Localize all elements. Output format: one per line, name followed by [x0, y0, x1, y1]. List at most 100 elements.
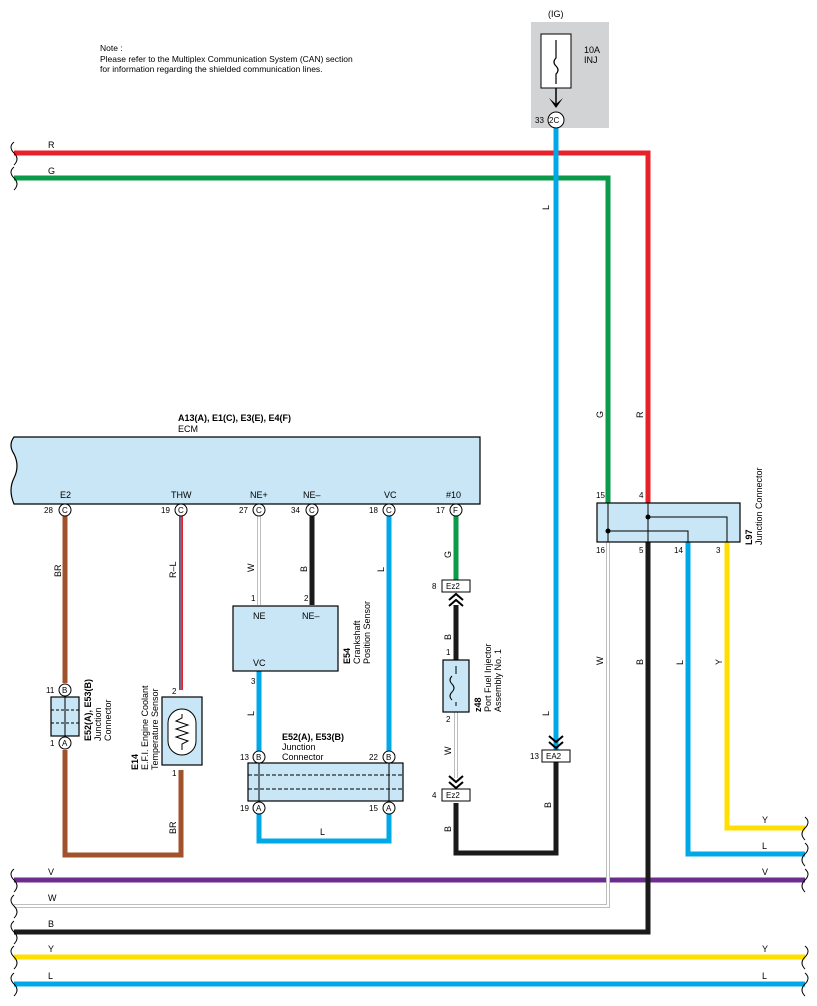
- note-line-2: Please refer to the Multiplex Communicat…: [100, 54, 353, 64]
- l97-pin-4: 4: [639, 491, 644, 500]
- ecm-name: ECM: [178, 424, 198, 434]
- junction-mid-line-2: Connector: [282, 752, 324, 762]
- crankshaft-sensor: NE NE– VC 1 2 3 E54 Crankshaft Position …: [232, 594, 372, 686]
- ect-line-2: Temperature Sensor: [150, 688, 160, 770]
- wire-label-b-ea2: B: [543, 802, 553, 808]
- l97-pin-14: 14: [674, 546, 683, 555]
- note-line-1: Note :: [100, 43, 123, 53]
- wire-label-y-right: Y: [762, 944, 768, 954]
- fuse-source-label: (IG): [548, 9, 564, 19]
- crank-pin-2: 2: [304, 594, 309, 603]
- wire-label-l-right: L: [762, 971, 767, 981]
- ea2-num: 13: [530, 752, 539, 761]
- note-line-3: for information regarding the shielded c…: [100, 64, 323, 74]
- l97-pin-3: 3: [716, 546, 721, 555]
- wire-label-w-l97: W: [595, 656, 605, 665]
- wire-b-bus: [14, 542, 651, 935]
- ez2-top-label: Ez2: [446, 582, 460, 591]
- junction-mid-tl-conn: B: [256, 753, 261, 762]
- wire-label-br-2: BR: [168, 821, 178, 834]
- l97-name: Junction Connector: [754, 467, 764, 545]
- junction-mid-code: E52(A), E53(B): [282, 732, 344, 742]
- ea2-label: EA2: [546, 752, 562, 761]
- wire-label-l-l97: L: [675, 660, 685, 665]
- l97-pin-5: 5: [639, 546, 644, 555]
- junction-connector-left: B 11 A 1 E52(A), E53(B) Junction Connect…: [46, 679, 113, 750]
- wire-label-y-l97: Y: [714, 659, 724, 665]
- fuse-pin-conn: 2C: [549, 116, 559, 125]
- crank-pin-3: 3: [251, 677, 256, 686]
- junction-left-line-1: Junction: [93, 707, 103, 741]
- crank-line-2: Position Sensor: [362, 601, 372, 664]
- ect-pin-2: 2: [172, 687, 177, 696]
- fuse-pin: [547, 111, 565, 129]
- wire-label-v-left: V: [48, 867, 54, 877]
- wire-label-w: W: [48, 893, 57, 903]
- wire-label-v-right: V: [762, 867, 768, 877]
- pin-10-num: 17: [436, 506, 445, 515]
- wire-label-w-inj: W: [443, 746, 453, 755]
- junction-mid-tr-conn: B: [386, 753, 391, 762]
- l97-code: L97: [744, 529, 754, 545]
- junction-left-line-2: Connector: [103, 699, 113, 741]
- connector-ez2-top: Ez2 8: [432, 579, 471, 607]
- ecm-terminal-pins: C 28 C 19 C 27 C 34 C 18 F 17: [44, 503, 463, 517]
- fuse-pin-num: 33: [535, 116, 544, 125]
- wire-br-ect: [62, 750, 184, 858]
- ect-pin-1: 1: [172, 769, 177, 778]
- wire-b-ea2: [453, 762, 559, 856]
- wire-label-l-crank: L: [246, 711, 256, 716]
- pin-ne-plus-conn: C: [256, 506, 262, 515]
- junction-left-top-conn: B: [62, 686, 67, 695]
- junction-mid-tl-num: 13: [240, 753, 249, 762]
- pin-ne-plus-num: 27: [239, 506, 248, 515]
- wire-break-marks: [10, 141, 809, 997]
- crank-ne: NE: [253, 611, 266, 621]
- port-fuel-injector: 1 2 z48 Port Fuel Injector Assembly No. …: [442, 643, 503, 724]
- junction-mid-br-conn: A: [386, 804, 392, 813]
- crankshaft-sensor-box: [232, 605, 339, 672]
- fuse-icon: [553, 40, 559, 84]
- junction-connector-l97: 15 4 16 5 14 3 L97 Junction Connector: [596, 467, 764, 555]
- junction-mid-tr-num: 22: [369, 753, 378, 762]
- ecm-terminal-vc: VC: [384, 490, 397, 500]
- wire-label-b-l97: B: [635, 659, 645, 665]
- ez2-top-num: 8: [432, 582, 437, 591]
- ecm: A13(A), E1(C), E3(E), E4(F) ECM E2 THW N…: [10, 413, 481, 505]
- wire-label-y-left: Y: [48, 944, 54, 954]
- wire-label-g-10: G: [443, 551, 453, 558]
- junction-mid-box: [247, 762, 404, 802]
- wire-y-3: [724, 542, 805, 831]
- injector-line-2: Assembly No. 1: [493, 649, 503, 712]
- ecm-terminal-e2: E2: [60, 490, 71, 500]
- pin-e2-conn: C: [62, 506, 68, 515]
- wire-label-w-ne: W: [246, 563, 256, 572]
- injector-pin-1: 1: [446, 648, 451, 657]
- fuse-inj: (IG) 10A INJ: [531, 9, 609, 128]
- ecm-terminal-10: #10: [446, 490, 461, 500]
- note: Note : Please refer to the Multiplex Com…: [100, 43, 353, 74]
- crank-ne-minus: NE–: [302, 611, 320, 621]
- wire-label-g-vert: G: [595, 411, 605, 418]
- wire-label-b-ne: B: [299, 566, 309, 572]
- wire-label-l-vert: L: [541, 205, 551, 210]
- chevron-down-icon: [548, 735, 564, 750]
- wire-label-y-3: Y: [762, 815, 768, 825]
- junction-mid-bl-num: 19: [240, 804, 249, 813]
- wire-label-br: BR: [53, 564, 63, 577]
- junction-left-bot-conn: A: [62, 739, 68, 748]
- junction-connector-mid: E52(A), E53(B) Junction Connector B 13 B…: [240, 732, 404, 815]
- wire-label-l-vc: L: [376, 567, 386, 572]
- junction-mid-br-num: 15: [369, 804, 378, 813]
- pin-thw-num: 19: [161, 506, 170, 515]
- fuse-name: INJ: [584, 55, 598, 65]
- ect-line-1: E.F.I. Engine Coolant: [140, 685, 150, 770]
- connector-arrow-icon: [549, 98, 563, 108]
- connector-ez2-bottom: Ez2 4: [432, 775, 471, 802]
- injector-code: z48: [473, 697, 483, 712]
- wire-label-r-vert: R: [635, 411, 645, 418]
- chevron-up-icon: [448, 592, 464, 607]
- injector-pin-2: 2: [446, 715, 451, 724]
- ecm-terminal-ne-minus: NE–: [303, 490, 321, 500]
